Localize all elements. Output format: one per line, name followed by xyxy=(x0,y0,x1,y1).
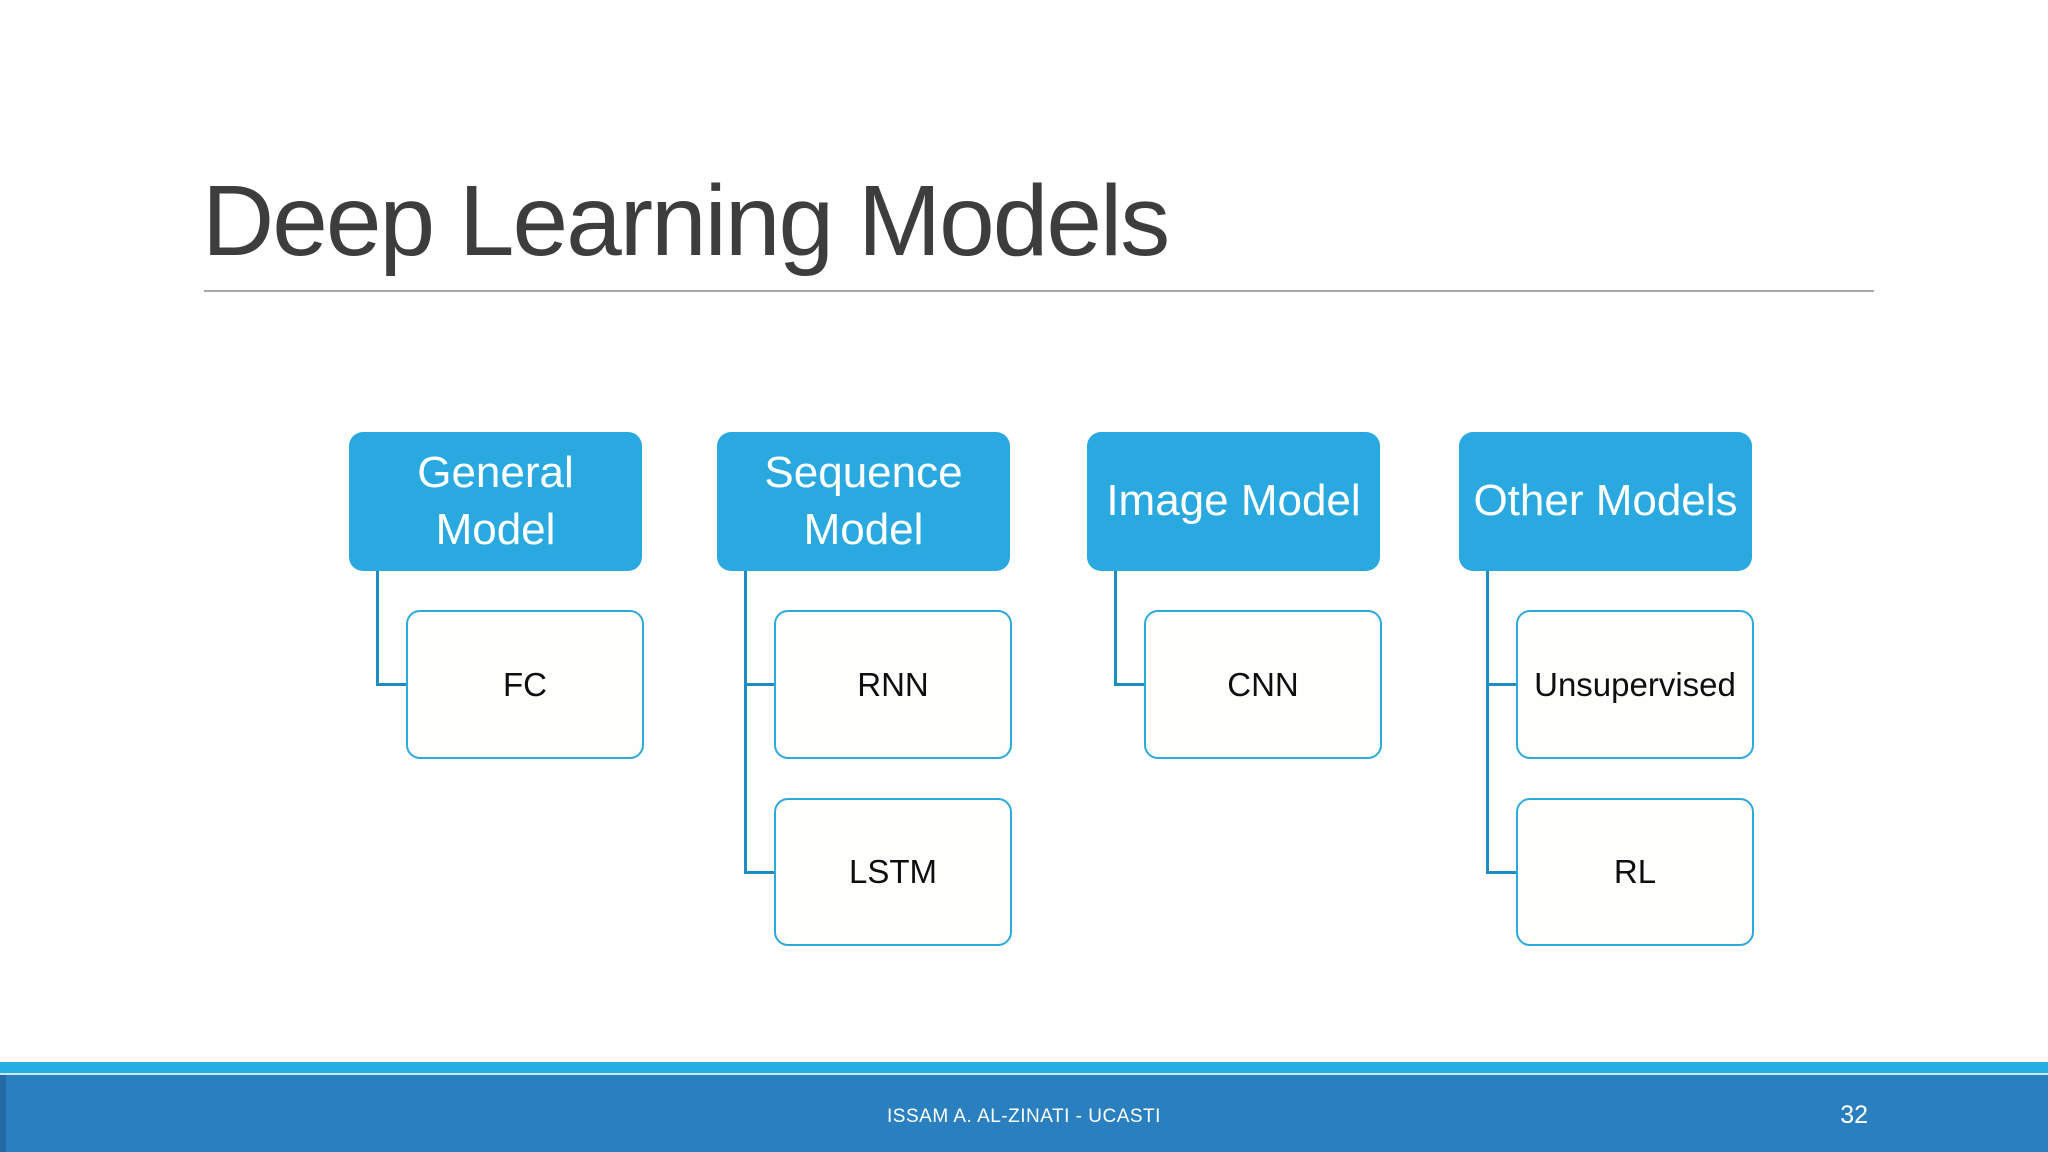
connector-elbow xyxy=(1486,683,1518,686)
parent-node-other-models: Other Models xyxy=(1459,432,1752,571)
child-node-label: LSTM xyxy=(848,853,937,890)
connector-elbow xyxy=(744,683,776,686)
parent-node-sequence-model: Sequence Model xyxy=(717,432,1010,571)
child-node-rl: RL xyxy=(1516,798,1754,946)
connector-elbow xyxy=(376,683,408,686)
footer-text: ISSAM A. AL-ZINATI - UCASTI xyxy=(887,1106,1161,1127)
connector-elbow xyxy=(1486,871,1518,874)
title-divider xyxy=(204,290,1874,292)
connector-vline xyxy=(1486,571,1489,873)
child-node-rnn: RNN xyxy=(774,610,1012,759)
parent-node-label: Image Model xyxy=(1106,476,1361,526)
connector-vline xyxy=(376,571,379,685)
child-node-label: RNN xyxy=(857,665,929,703)
child-node-label: FC xyxy=(503,665,547,703)
child-node-label: Unsupervised xyxy=(1534,665,1736,703)
child-node-label: CNN xyxy=(1227,665,1299,703)
parent-node-general-model: General Model xyxy=(349,432,642,571)
footer-left-accent xyxy=(0,1075,6,1152)
connector-elbow xyxy=(1114,683,1146,686)
connector-vline xyxy=(744,571,747,873)
parent-node-label: Other Models xyxy=(1473,476,1738,526)
child-node-cnn: CNN xyxy=(1144,610,1382,759)
child-node-lstm: LSTM xyxy=(774,798,1012,946)
footer-strip-highlight xyxy=(0,1073,2048,1075)
parent-node-image-model: Image Model xyxy=(1087,432,1380,571)
diagram-column-image: Image Model CNN xyxy=(1087,432,1387,952)
footer-accent-strip xyxy=(0,1062,2048,1073)
parent-node-label: Sequence Model xyxy=(764,448,963,554)
footer-band: ISSAM A. AL-ZINATI - UCASTI 32 xyxy=(0,1075,2048,1152)
page-title: Deep Learning Models xyxy=(202,165,1170,277)
diagram-column-other: Other Models Unsupervised RL xyxy=(1459,432,1759,952)
parent-node-label: General Model xyxy=(417,448,574,554)
connector-vline xyxy=(1114,571,1117,685)
child-node-fc: FC xyxy=(406,610,644,759)
diagram-column-general: General Model FC xyxy=(349,432,649,952)
page-number: 32 xyxy=(1840,1101,1868,1129)
child-node-label: RL xyxy=(1613,853,1657,890)
connector-elbow xyxy=(744,871,776,874)
diagram-column-sequence: Sequence Model RNN LSTM xyxy=(717,432,1017,952)
child-node-unsupervised: Unsupervised xyxy=(1516,610,1754,759)
